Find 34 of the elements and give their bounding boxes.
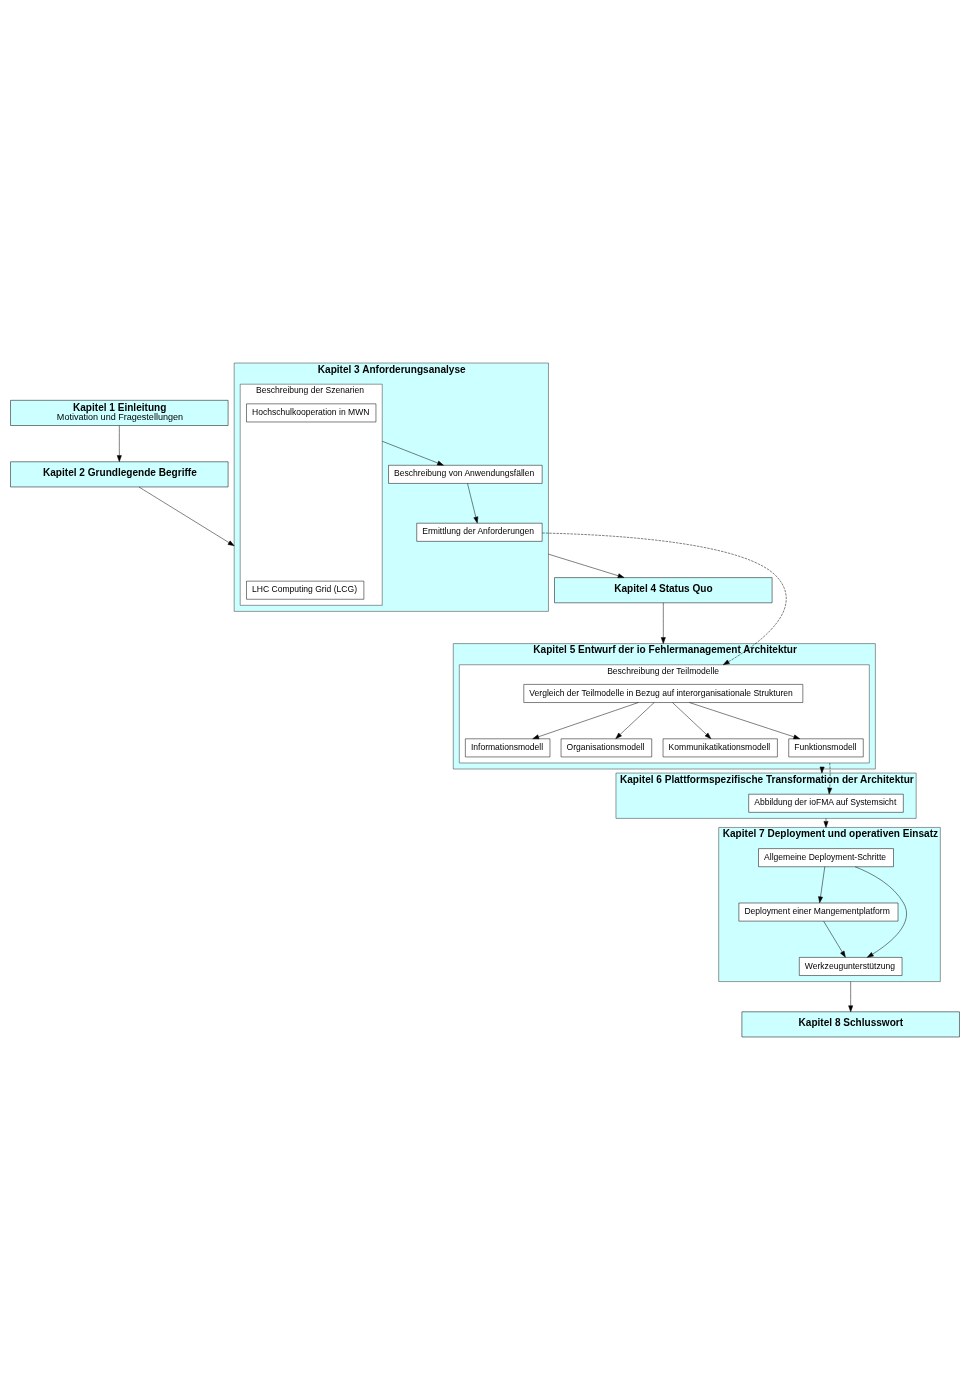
- arrow: [848, 981, 854, 1013]
- node-box: LHC Computing Grid (LCG): [246, 580, 365, 600]
- node-box: Kapitel 8 Schlusswort: [741, 1011, 960, 1038]
- arrow: [660, 602, 666, 644]
- arrow: [823, 920, 846, 958]
- arrow: [467, 483, 479, 524]
- node-box: Vergleich der Teilmodelle in Bezug auf interorganisationale Strukturen: [523, 684, 804, 703]
- arrow: [116, 425, 122, 462]
- node-box: Ermittlung der Anforderungen: [416, 522, 543, 542]
- node-box: Hochschulkooperation in MWN: [246, 403, 377, 423]
- arrow: [532, 702, 639, 740]
- arrow: [854, 866, 907, 958]
- node-box: Deployment einer Mangementplatform: [738, 902, 899, 922]
- arrow: [138, 486, 235, 547]
- arrow: [689, 702, 801, 740]
- arrow: [827, 762, 833, 795]
- node-box: Beschreibung von Anwendungsfällen: [388, 465, 543, 484]
- node-box: Kommunikatikationsmodell: [662, 738, 778, 758]
- node-box: Werkzeugunterstützung: [799, 957, 903, 976]
- node-box: Organisationsmodell: [560, 738, 652, 758]
- node-box: Kapitel 2 Grundlegende Begriffe: [10, 461, 229, 488]
- node-box: Allgemeine Deployment-Schritte: [758, 848, 894, 867]
- arrow: [615, 702, 655, 739]
- node-box: Funktionsmodell: [788, 738, 864, 758]
- node-box: Kapitel 4 Status Quo: [554, 577, 773, 604]
- node-box: Abbildung der ioFMA auf Systemsicht: [748, 793, 904, 813]
- node-box: Kapitel 1 Einleitung Motivation und Fragestellungen: [10, 400, 229, 426]
- arrow: [823, 818, 829, 828]
- arrow: [672, 702, 712, 739]
- arrow: [818, 866, 826, 904]
- arrow: [542, 532, 787, 665]
- arrow: [382, 441, 444, 466]
- arrow: [548, 553, 625, 579]
- node-box: Informationsmodell: [465, 738, 551, 758]
